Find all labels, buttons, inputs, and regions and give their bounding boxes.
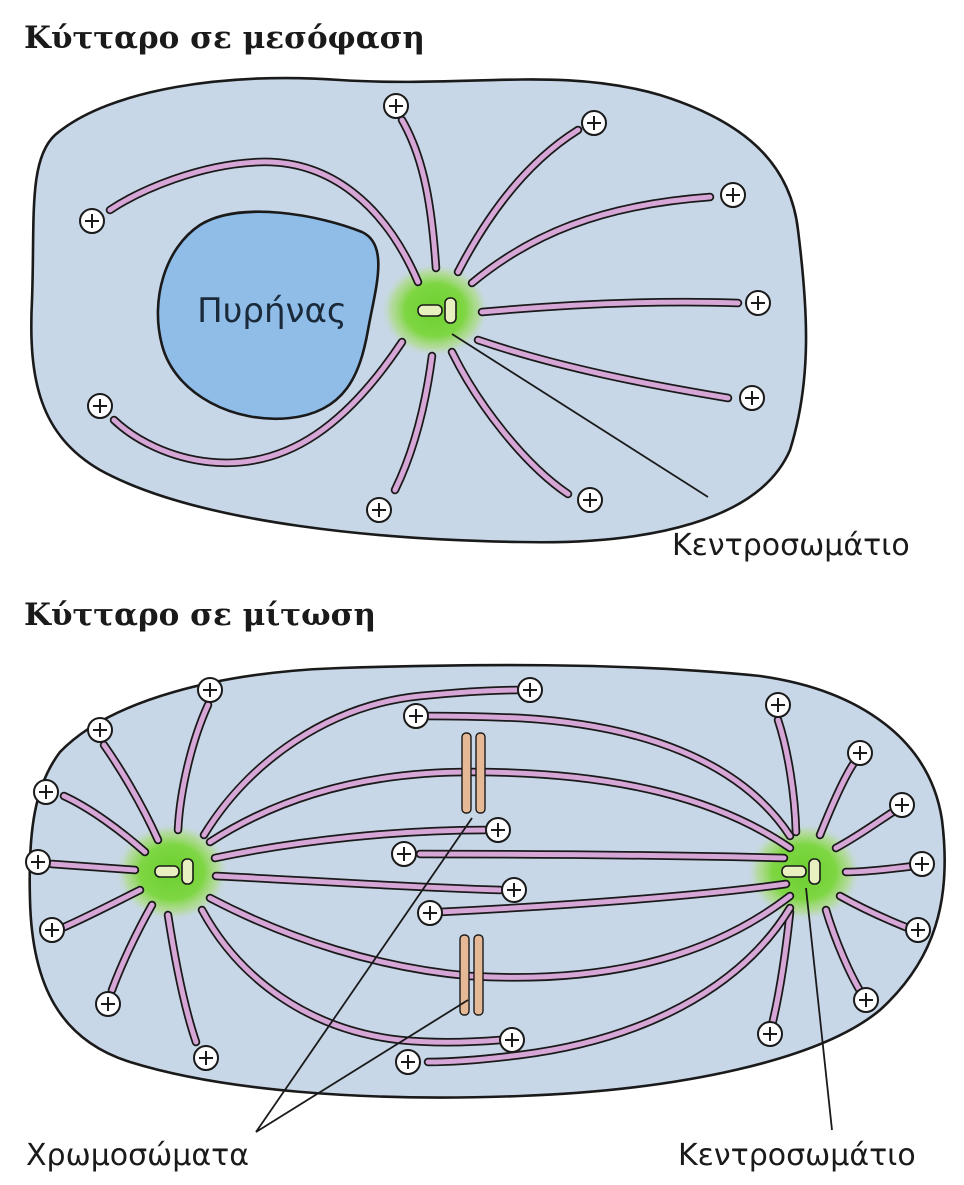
- centrosome-leader-line: [451, 333, 709, 498]
- microtubule-core: [449, 349, 571, 497]
- plus-end-icon: [39, 917, 65, 943]
- plus-end-icon: [366, 497, 392, 523]
- centriole-icon: [781, 858, 821, 885]
- microtubule-core: [817, 757, 859, 838]
- plus-end-icon: [905, 917, 931, 943]
- microtubule-core: [109, 902, 155, 993]
- plus-end-icon: [739, 385, 765, 411]
- plus-end-icon: [847, 740, 873, 766]
- microtubule-core: [475, 337, 731, 401]
- microtubule-core: [837, 893, 911, 931]
- plus-end-icon: [765, 692, 791, 718]
- chromosomes-label: Χρωμοσώματα: [26, 1138, 249, 1173]
- microtubule-core: [823, 907, 865, 997]
- microtubule-core: [175, 702, 211, 833]
- plus-end-icon: [720, 182, 746, 208]
- interphase-microtubules: [105, 115, 743, 499]
- centriole-icon: [154, 858, 194, 885]
- plus-end-icon: [581, 110, 607, 136]
- microtubule-core: [399, 117, 439, 271]
- plus-end-icon: [79, 208, 105, 234]
- plus-end-icon: [25, 849, 51, 875]
- centrosome-leader-line: [805, 887, 833, 1131]
- microtubule-core: [111, 339, 405, 466]
- plus-end-icon: [745, 290, 771, 316]
- microtubule-core: [833, 807, 899, 851]
- plus-end-icon: [383, 93, 409, 119]
- chromosome-leader-line: [255, 817, 473, 1133]
- centriole-icon: [417, 297, 457, 324]
- microtubule-core: [423, 713, 793, 839]
- microtubule-core: [61, 793, 148, 855]
- nucleus: [156, 210, 380, 421]
- microtubule-core: [212, 827, 488, 861]
- plus-end-icon: [193, 1045, 219, 1071]
- chromosome-lower: [459, 934, 484, 1016]
- microtubule-core: [59, 887, 143, 931]
- mitosis-microtubules: [47, 685, 921, 1067]
- microtubule-core: [437, 881, 789, 915]
- microtubule-core: [417, 851, 787, 861]
- microtubule-core: [769, 909, 793, 1028]
- plus-end-icon: [889, 792, 915, 818]
- plus-end-icon: [395, 1049, 421, 1075]
- microtubule-core: [165, 912, 199, 1045]
- mitosis-centrosome-label: Κεντροσωμάτιο: [678, 1138, 916, 1173]
- plus-end-icon: [95, 991, 121, 1017]
- plus-end-icon: [909, 851, 935, 877]
- plus-end-icon: [87, 393, 113, 419]
- microtubule-core: [425, 905, 793, 1065]
- plus-end-icon: [417, 900, 443, 926]
- microtubule-core: [479, 299, 741, 315]
- plus-end-icon: [499, 1027, 525, 1053]
- microtubule-core: [107, 159, 421, 285]
- microtubule-core: [199, 907, 503, 1045]
- plus-end-icon: [485, 817, 511, 843]
- mitosis-title: Κύτταρο σε μίτωση: [24, 597, 376, 633]
- microtubule-core: [455, 127, 581, 275]
- plus-end-icon: [577, 487, 603, 513]
- microtubule-core: [207, 893, 793, 980]
- plus-end-icon: [517, 677, 543, 703]
- microtubule-core: [213, 873, 503, 893]
- plus-end-icon: [87, 717, 113, 743]
- microtubule-core: [775, 717, 799, 835]
- plus-end-icon: [853, 987, 879, 1013]
- interphase-centrosome-label: Κεντροσωμάτιο: [672, 528, 910, 563]
- plus-end-icon: [757, 1021, 783, 1047]
- interphase-plus-ends: [79, 93, 771, 523]
- plus-end-icon: [197, 677, 223, 703]
- plus-end-icon: [403, 703, 429, 729]
- interphase-title: Κύτταρο σε μεσόφαση: [24, 20, 425, 56]
- plus-end-icon: [33, 779, 59, 805]
- chromosome-leader-line: [255, 999, 469, 1133]
- plus-end-icon: [391, 841, 417, 867]
- chromosome-upper: [461, 732, 486, 814]
- microtubule-core: [49, 861, 138, 873]
- nucleus-label: Πυρήνας: [197, 291, 347, 331]
- plus-end-icon: [501, 877, 527, 903]
- microtubule-core: [201, 687, 521, 838]
- microtubule-core: [392, 353, 435, 493]
- mitosis-plus-ends: [25, 677, 935, 1075]
- microtubule-core: [469, 194, 713, 286]
- microtubule-core: [101, 742, 161, 843]
